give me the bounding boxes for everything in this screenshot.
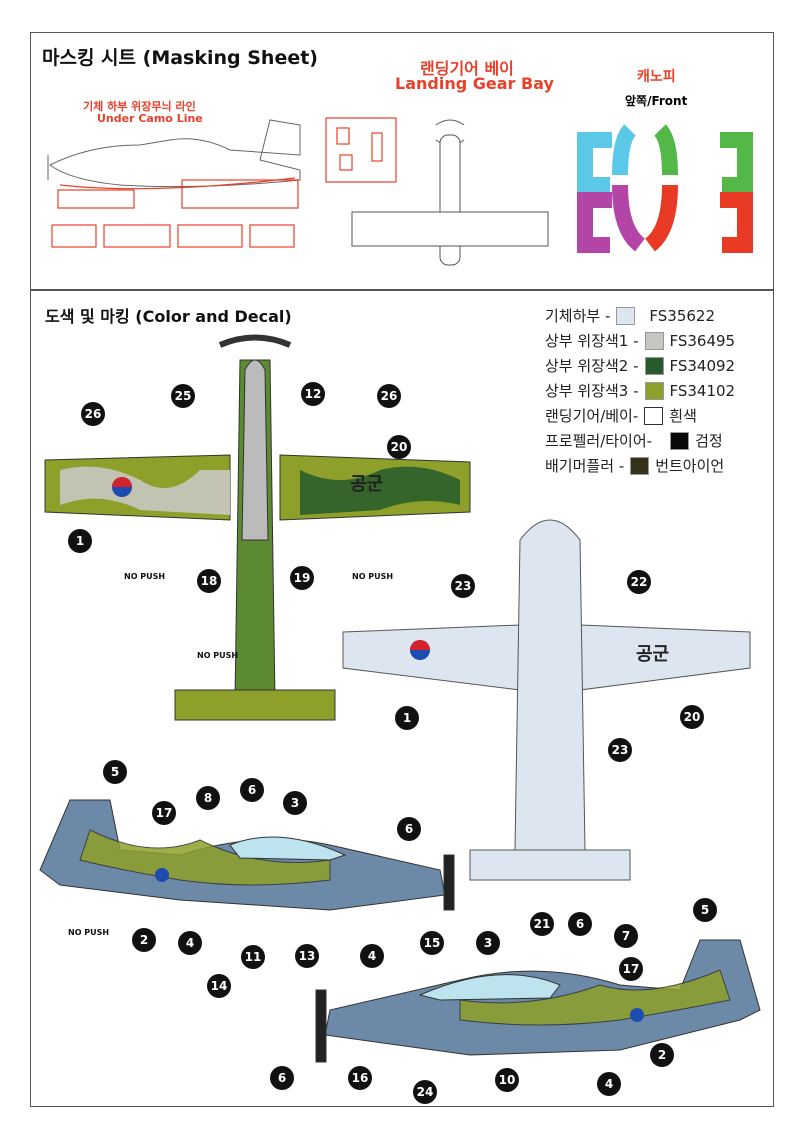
callout: 1 bbox=[395, 706, 419, 730]
callout: 16 bbox=[348, 1066, 372, 1090]
callout: 5 bbox=[693, 898, 717, 922]
callout: 26 bbox=[377, 384, 401, 408]
masking-sheet-panel bbox=[30, 32, 774, 290]
legend-item: 배기머플러 -번트아이언 bbox=[545, 456, 725, 475]
callout: 6 bbox=[568, 912, 592, 936]
wing-marking-bottom: 공군 bbox=[636, 644, 670, 665]
top-view-aircraft bbox=[44, 334, 471, 721]
callout: 13 bbox=[295, 944, 319, 968]
callout: 18 bbox=[197, 569, 221, 593]
wing-marking-top: 공군 bbox=[350, 474, 384, 495]
callout: 21 bbox=[530, 912, 554, 936]
decal-title: 도색 및 마킹 (Color and Decal) bbox=[45, 307, 292, 326]
callout: 8 bbox=[196, 786, 220, 810]
callout: 12 bbox=[301, 382, 325, 406]
callout: 19 bbox=[290, 566, 314, 590]
callout: 23 bbox=[608, 738, 632, 762]
gear-label-en: Landing Gear Bay bbox=[395, 74, 554, 93]
callout: 3 bbox=[283, 791, 307, 815]
callout: 23 bbox=[451, 574, 475, 598]
legend-item: 상부 위장색3 -FS34102 bbox=[545, 381, 736, 400]
callout: 7 bbox=[614, 924, 638, 948]
callout: 6 bbox=[397, 817, 421, 841]
callout: 4 bbox=[178, 931, 202, 955]
camo-label-ko: 기체 하부 위장무늬 라인 bbox=[83, 100, 196, 113]
callout: 17 bbox=[152, 801, 176, 825]
legend-item: 상부 위장색1 -FS36495 bbox=[545, 331, 736, 350]
legend-item: 랜딩기어/베이-흰색 bbox=[545, 406, 697, 425]
legend-item: 상부 위장색2 -FS34092 bbox=[545, 356, 736, 375]
callout: 6 bbox=[270, 1066, 294, 1090]
callout: 10 bbox=[495, 1068, 519, 1092]
canopy-label: 캐노피 bbox=[637, 69, 676, 85]
no-push-label: NO PUSH bbox=[352, 572, 394, 581]
no-push-label: NO PUSH bbox=[68, 928, 110, 937]
color-decal-panel bbox=[30, 290, 774, 1107]
swatch bbox=[644, 331, 664, 350]
right-side-aircraft bbox=[315, 939, 761, 1063]
bottom-view-aircraft bbox=[342, 519, 751, 881]
callout: 15 bbox=[420, 931, 444, 955]
front-label: 앞쪽/Front bbox=[625, 94, 688, 108]
callout: 3 bbox=[476, 931, 500, 955]
no-push-label: NO PUSH bbox=[197, 651, 239, 660]
callout: 11 bbox=[241, 945, 265, 969]
callout: 22 bbox=[627, 570, 651, 594]
masking-side-view bbox=[47, 119, 301, 188]
swatch bbox=[644, 406, 664, 425]
masking-top-view bbox=[351, 119, 549, 266]
callout: 6 bbox=[240, 778, 264, 802]
no-push-label: NO PUSH bbox=[124, 572, 166, 581]
callout: 4 bbox=[597, 1072, 621, 1096]
callout: 24 bbox=[413, 1080, 437, 1104]
camo-label-en: Under Camo Line bbox=[97, 112, 203, 125]
gear-label-ko: 랜딩기어 베이 bbox=[420, 59, 514, 78]
swatch bbox=[616, 306, 636, 325]
callout: 20 bbox=[387, 435, 411, 459]
canopy-masks bbox=[577, 124, 753, 253]
swatch bbox=[644, 356, 664, 375]
callout: 17 bbox=[619, 957, 643, 981]
callout: 5 bbox=[103, 760, 127, 784]
masking-title: 마스킹 시트 (Masking Sheet) bbox=[42, 47, 318, 69]
swatch bbox=[644, 381, 664, 400]
callout: 14 bbox=[207, 974, 231, 998]
swatch bbox=[630, 456, 650, 475]
callout: 20 bbox=[680, 705, 704, 729]
legend-item: 기체하부 -FS35622 bbox=[545, 306, 715, 325]
callout: 2 bbox=[132, 928, 156, 952]
callout: 25 bbox=[171, 384, 195, 408]
callout: 26 bbox=[81, 402, 105, 426]
left-side-aircraft bbox=[39, 799, 455, 911]
callout: 1 bbox=[68, 529, 92, 553]
legend-item: 프로펠러/타이어-검정 bbox=[545, 431, 723, 450]
swatch bbox=[670, 431, 690, 450]
callout: 4 bbox=[360, 944, 384, 968]
callout: 2 bbox=[650, 1043, 674, 1067]
